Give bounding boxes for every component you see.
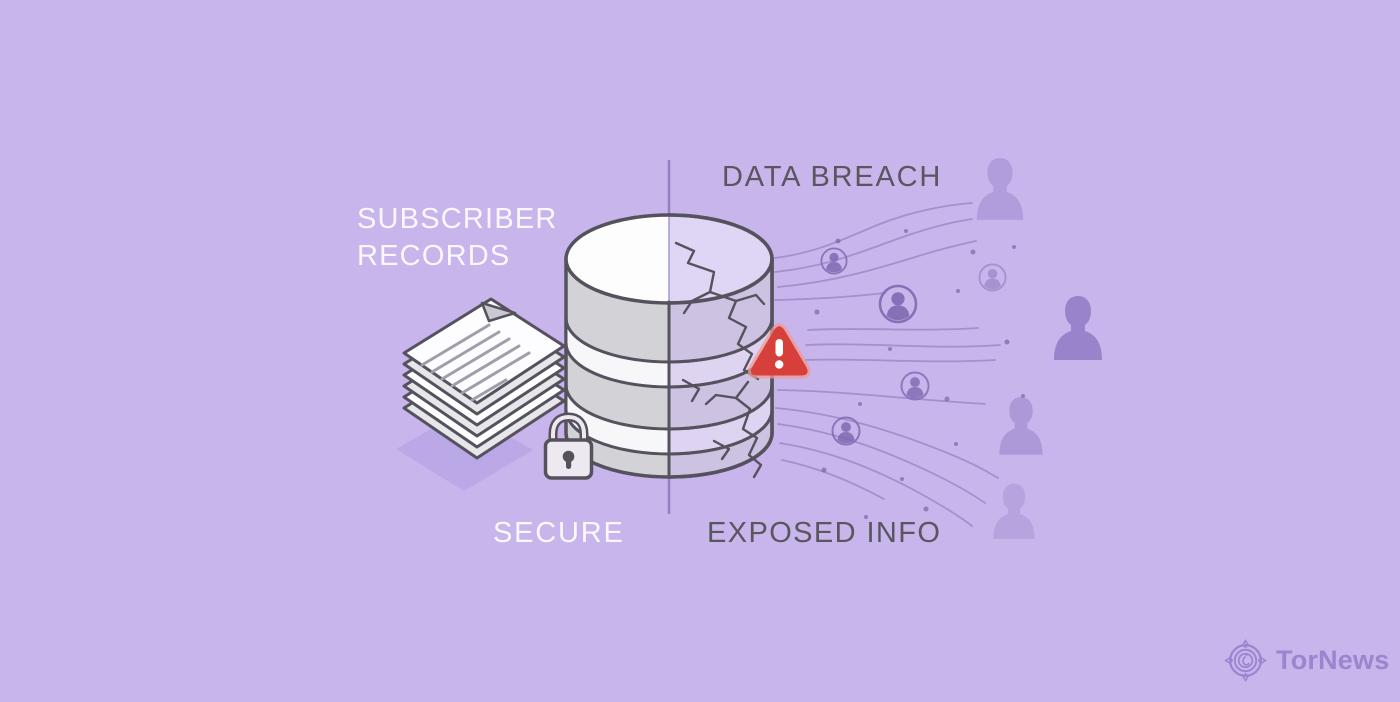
exclamation-mark (775, 339, 783, 357)
subscriber-records-line1: SUBSCRIBER (357, 203, 558, 235)
data-dots (814, 229, 1025, 519)
person-silhouette-icon (993, 483, 1035, 539)
document-stack-icon (402, 297, 566, 460)
tornews-logo-icon (1224, 639, 1267, 682)
database-icon (564, 213, 774, 479)
document-text-lines (420, 323, 531, 402)
user-avatar-icon (820, 247, 848, 275)
tornews-logo-text: TorNews (1276, 645, 1390, 675)
label-data-breach: DATA BREACH (722, 161, 943, 193)
user-avatar-icon (900, 371, 930, 401)
label-secure: SECURE (493, 517, 625, 549)
warning-triangle-icon (747, 323, 811, 379)
person-silhouette-icon (999, 397, 1043, 455)
label-exposed-info: EXPOSED INFO (707, 517, 942, 549)
subscriber-records-line2: RECORDS (357, 240, 511, 272)
person-silhouette-icon (976, 158, 1024, 220)
person-silhouette-icon (1054, 296, 1102, 360)
tornews-logo: TorNews (1223, 638, 1389, 683)
crack-lines (674, 241, 766, 479)
user-avatar-icon (831, 416, 861, 446)
lock-icon (543, 412, 594, 480)
user-avatar-icon (978, 263, 1007, 292)
data-flow-lines (774, 202, 1001, 527)
label-subscriber-records: SUBSCRIBER RECORDS (357, 201, 558, 275)
user-avatar-icon (878, 284, 918, 324)
